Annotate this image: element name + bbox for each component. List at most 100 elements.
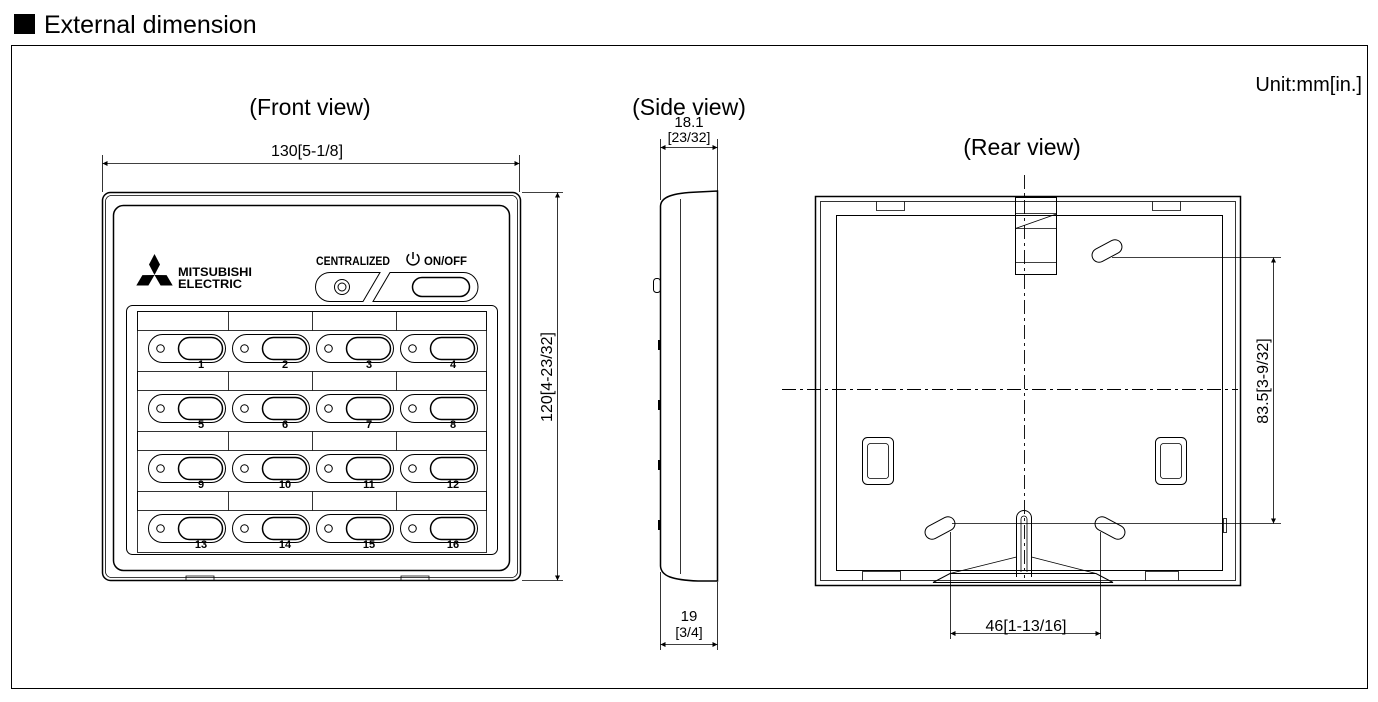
button-number: 11 [363,479,375,491]
indicator-lamp-icon [240,524,249,533]
button-key [261,336,308,361]
top-hook-tab [1015,197,1057,275]
front-width-dimension: 130[5-1/8] [102,143,520,192]
indicator-lamp-icon [324,404,333,413]
side-view-title: (Side view) [632,94,746,120]
button-key [261,516,308,541]
indicator-lamp-icon [240,344,249,353]
cutout-right-inner [1160,443,1182,479]
side-profile [659,190,719,582]
label-strip [137,491,487,511]
button-key [261,456,308,481]
rear-outer-case [814,195,1242,587]
front-bottom-notches [185,575,430,580]
on-off-label: ON/OFF [424,254,467,268]
rear-top-notches [876,201,1181,211]
group-button-16: 16 [400,514,478,551]
mounting-slot-upper-right [1091,239,1123,263]
rear-view: (Rear view) [782,134,1281,639]
indicator-lamp-icon [240,464,249,473]
button-number: 8 [450,419,456,431]
button-key [345,516,392,541]
side-view: (Side view) 18.1 [23/32] 19 [3/4] [632,94,746,650]
group-button-10: 10 [232,454,310,491]
button-bezel [148,334,226,363]
on-off-bezel [372,272,479,302]
centralized-bezel [315,272,381,302]
front-width-label: 130[5-1/8] [271,143,343,160]
button-grid-frame [126,305,498,555]
indicator-lamp-icon [156,524,165,533]
logo-text-line2: ELECTRIC [178,277,242,291]
cutout-left [862,437,894,485]
indicator-lamp-icon [408,344,417,353]
label-strip-row-4 [137,491,487,511]
bottom-latch-base [932,573,1114,583]
latch-slope [1031,556,1097,574]
button-key [177,456,224,481]
button-number: 4 [450,359,457,371]
button-bezel [400,454,478,483]
logo-diamond-icon [136,275,155,286]
side-top-mm-label: 18.1 [674,114,703,131]
group-button-8: 8 [400,394,478,431]
button-number: 16 [447,539,459,551]
button-key [177,336,224,361]
group-button-15: 15 [316,514,394,551]
button-number: 14 [279,539,292,551]
indicator-lamp-icon [156,464,165,473]
side-nub [653,278,661,293]
group-button-1: 1 [148,334,226,371]
button-key [345,336,392,361]
group-button-7: 7 [316,394,394,431]
rear-vertical-pitch-label: 83.5[3-9/32] [1255,338,1272,423]
button-bezel [316,454,394,483]
rear-case-rim [820,201,1236,581]
on-off-key [411,276,471,298]
button-bezel [316,394,394,423]
front-height-label: 120[4-23/32] [539,332,556,422]
button-bezel [400,514,478,543]
rear-bottom-notches [862,571,1179,581]
group-button-5: 5 [148,394,226,431]
label-strip [137,371,487,391]
side-top-dimension: 18.1 [23/32] [660,114,718,200]
button-bezel [148,394,226,423]
label-strip-row-1 [137,311,487,331]
indicator-lamp-icon [408,464,417,473]
button-key [177,396,224,421]
group-button-11: 11 [316,454,394,491]
front-case-bezel [105,195,518,578]
indicator-lamp-icon [408,404,417,413]
group-button-12: 12 [400,454,478,491]
bottom-hook-outer [1016,510,1032,577]
section-header: External dimension [14,11,257,39]
button-bezel [148,514,226,543]
button-bezel [232,394,310,423]
logo-diamond-icon [154,275,173,286]
button-number: 13 [195,539,207,551]
mitsubishi-logo: MITSUBISHI ELECTRIC [136,254,252,291]
group-button-14: 14 [232,514,310,551]
indicator-lamp-icon [240,404,249,413]
group-button-6: 6 [232,394,310,431]
button-bezel [232,514,310,543]
on-off-button: ON/OFF [372,252,479,302]
label-strip-row-3 [137,431,487,451]
button-key [429,336,476,361]
button-number: 3 [366,359,372,371]
button-key [261,396,308,421]
group-button-2: 2 [232,334,310,371]
button-number: 15 [363,539,375,551]
front-inner-panel [112,204,511,572]
label-strip [137,431,487,451]
centralized-lamp-inner [337,282,347,292]
hook-tab-line [1015,213,1057,229]
section-bullet-icon [14,14,35,34]
group-button-13: 13 [148,514,226,551]
button-number: 9 [198,479,204,491]
front-view-title: (Front view) [249,94,370,120]
logo-diamond-icon [149,254,160,275]
cutout-right [1155,437,1187,485]
